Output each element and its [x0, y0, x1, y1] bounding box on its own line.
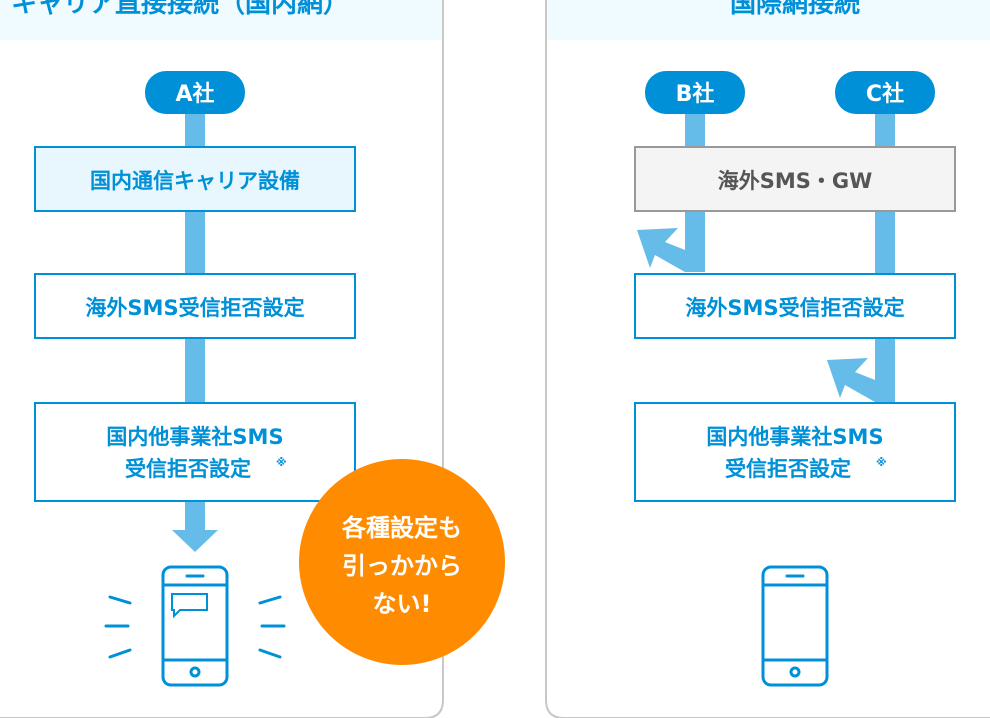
flow-line-c-2: [875, 210, 895, 276]
badge-line3: ない!: [373, 590, 432, 618]
domestic-carrier-label: 国内通信キャリア設備: [90, 169, 300, 193]
overseas-reject-label: 海外SMS受信拒否設定: [85, 296, 304, 320]
carrier-c-pill: [835, 71, 935, 114]
overseas-gateway-label: 海外SMS・GW: [718, 169, 873, 193]
carrier-b-label: B社: [676, 81, 715, 107]
domestic-reject-right-line2: 受信拒否設定: [725, 457, 851, 481]
overseas-reject-box-right: [634, 273, 956, 339]
carrier-a-label: A社: [175, 81, 214, 107]
note-mark-right: ※: [876, 456, 887, 469]
left-panel-title: キャリア直接接続（国内網）: [11, 0, 349, 19]
flow-line-b: [685, 110, 705, 150]
bounce-arrow-icon: [827, 336, 895, 402]
overseas-reject-label-right: 海外SMS受信拒否設定: [685, 296, 904, 320]
overseas-gateway-box: [634, 146, 956, 212]
carrier-c-label: C社: [866, 81, 904, 107]
right-panel-title: 国際網接続: [730, 0, 860, 19]
domestic-reject-right-line1: 国内他事業社SMS: [706, 425, 883, 449]
no-block-badge: 各種設定も 引っかから ない!: [299, 459, 505, 665]
arrow-down-icon: [172, 530, 218, 552]
carrier-a-pill: [145, 71, 245, 114]
domestic-reject-line1: 国内他事業社SMS: [106, 425, 283, 449]
domestic-reject-box-right: [634, 402, 956, 502]
overseas-reject-box: [34, 273, 356, 339]
domestic-reject-line2: 受信拒否設定: [125, 457, 251, 481]
badge-line1: 各種設定も: [341, 514, 462, 542]
note-mark: ※: [276, 456, 287, 469]
phone-receiving-icon: [104, 565, 286, 687]
carrier-b-pill: [645, 71, 745, 114]
domestic-reject-box: [34, 402, 356, 502]
phone-icon: [761, 565, 829, 687]
badge-line2: 引っかから: [342, 552, 462, 580]
bounce-arrow-icon: [637, 210, 705, 272]
domestic-carrier-box: [34, 146, 356, 212]
flow-line-c: [875, 110, 895, 150]
